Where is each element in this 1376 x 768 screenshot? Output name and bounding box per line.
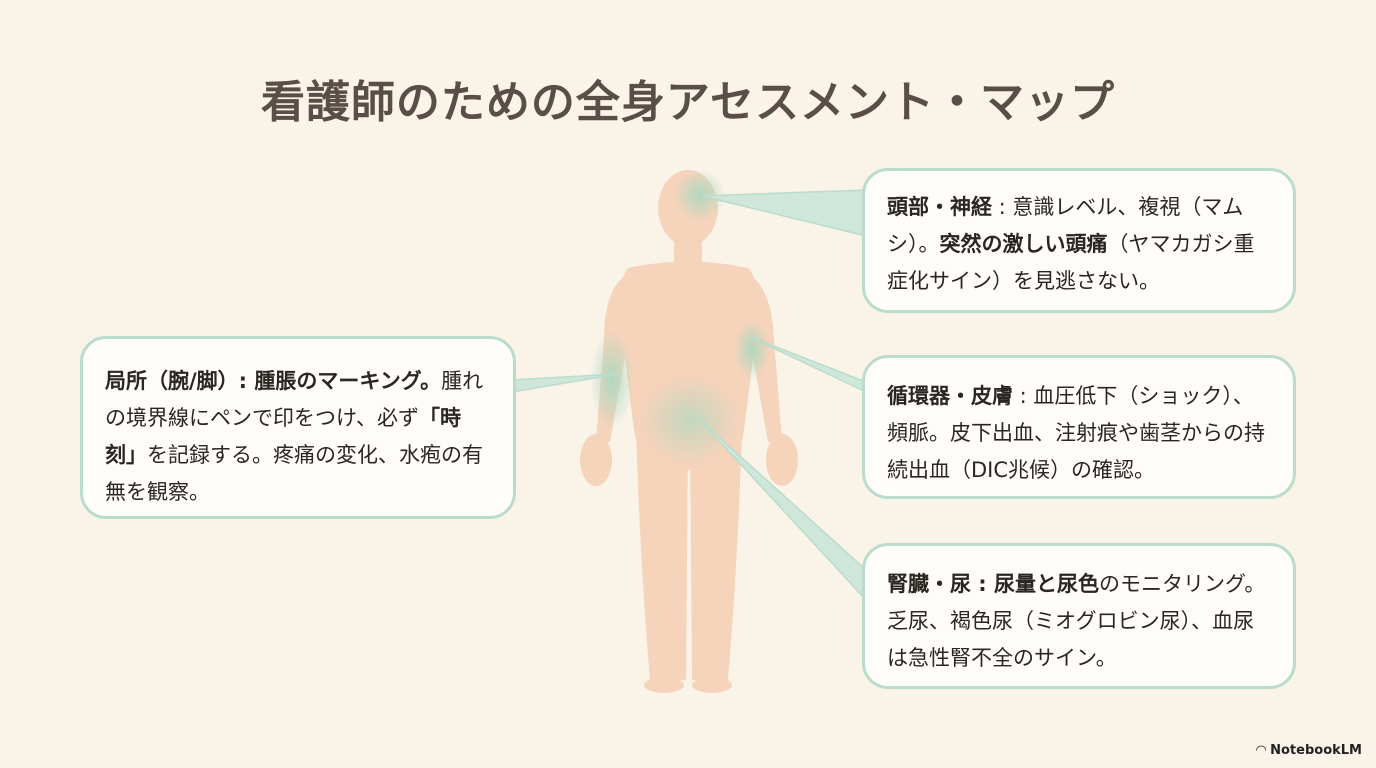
page-title: 看護師のための全身アセスメント・マップ	[260, 77, 1116, 128]
human-silhouette	[580, 170, 798, 693]
callout-text-bold: 「時刻」	[105, 406, 461, 467]
callout-text: : 血圧低下（ショック）、頻脈。皮下出血、注射痕や歯茎からの持続出血（DIC兆候…	[887, 384, 1265, 482]
callout-head-neuro: 頭部・神経 : 意識レベル、複視（マムシ）。突然の激しい頭痛（ヤマカガシ重症化サ…	[862, 168, 1296, 313]
notebooklm-icon: ◠	[1256, 743, 1267, 758]
callout-text-bold: 循環器・皮膚	[887, 384, 1013, 408]
callout-text-bold: 局所（腕/脚）: 腫脹のマーキング。	[105, 369, 442, 393]
callout-text-bold: 頭部・神経	[887, 195, 992, 219]
callout-text: 腫れの境界線にペンで印をつけ、必ず	[105, 369, 484, 430]
brand-logo: ◠ NotebookLM	[1256, 743, 1362, 758]
brand-label: NotebookLM	[1270, 743, 1362, 758]
callout-text-bold: 突然の激しい頭痛	[939, 232, 1108, 256]
callout-circulatory-skin: 循環器・皮膚 : 血圧低下（ショック）、頻脈。皮下出血、注射痕や歯茎からの持続出…	[862, 355, 1296, 499]
highlight-glows	[590, 169, 770, 465]
leader-lines	[511, 189, 867, 602]
callout-text-bold: 腎臓・尿 : 尿量と尿色	[887, 572, 1100, 596]
callout-text: （ヤマカガシ重症化サイン）を見逃さない。	[887, 232, 1255, 293]
callout-text: : 意識レベル、複視（マムシ）。	[887, 195, 1244, 256]
callout-kidney-urine: 腎臓・尿 : 尿量と尿色のモニタリング。乏尿、褐色尿（ミオグロビン尿）、血尿は急…	[862, 543, 1296, 689]
callout-text: のモニタリング。乏尿、褐色尿（ミオグロビン尿）、血尿は急性腎不全のサイン。	[887, 572, 1266, 670]
callout-local-swelling: 局所（腕/脚）: 腫脹のマーキング。腫れの境界線にペンで印をつけ、必ず「時刻」を…	[80, 336, 516, 519]
callout-text: を記録する。疼痛の変化、水疱の有無を観察。	[105, 443, 483, 504]
